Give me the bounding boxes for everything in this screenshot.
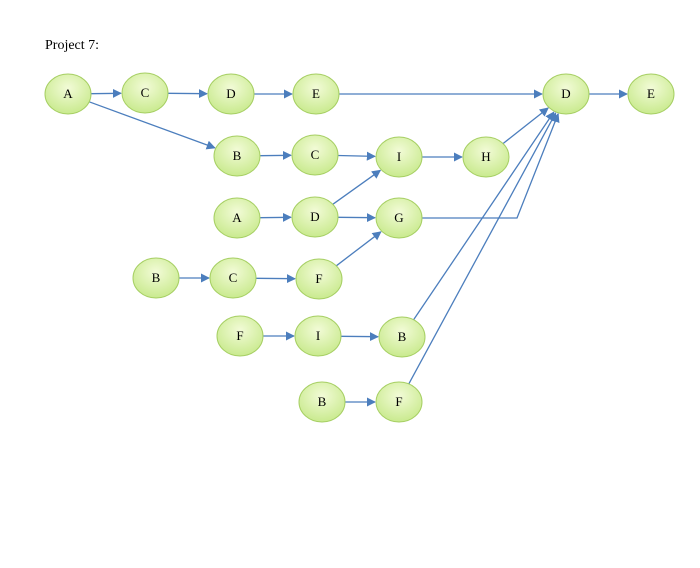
node-n13: G	[375, 197, 423, 239]
node-label: F	[315, 271, 322, 286]
node-label: F	[395, 394, 402, 409]
node-shape	[375, 381, 423, 423]
node-label: A	[63, 86, 73, 101]
node-shape	[132, 257, 180, 299]
nodes-layer: A C D E D E B C I H A D G B C F F I B B F	[44, 72, 675, 423]
node-n4: E	[292, 73, 340, 115]
node-n1: A	[44, 73, 92, 115]
node-shape	[291, 134, 339, 176]
node-shape	[375, 136, 423, 178]
edge-n12-n9	[332, 169, 382, 205]
node-label: C	[311, 147, 320, 162]
node-shape	[294, 315, 342, 357]
node-label: D	[561, 86, 570, 101]
node-n17: F	[216, 315, 264, 357]
node-shape	[216, 315, 264, 357]
node-n6: E	[627, 73, 675, 115]
edge-n10-n5	[502, 107, 549, 145]
node-label: C	[229, 270, 238, 285]
node-shape	[213, 135, 261, 177]
node-n15: C	[209, 257, 257, 299]
node-shape	[378, 316, 426, 358]
node-shape	[627, 73, 675, 115]
node-label: E	[647, 86, 655, 101]
node-label: B	[318, 394, 327, 409]
edges-layer	[88, 88, 628, 407]
edge-n1-n7	[88, 101, 216, 150]
node-label: A	[232, 210, 242, 225]
edge-n19-n5	[413, 111, 555, 321]
node-label: I	[316, 328, 320, 343]
node-shape	[298, 381, 346, 423]
node-n20: B	[298, 381, 346, 423]
node-label: I	[397, 149, 401, 164]
node-shape	[292, 73, 340, 115]
node-shape	[44, 73, 92, 115]
node-n10: H	[462, 136, 510, 178]
node-shape	[121, 72, 169, 114]
node-n9: I	[375, 136, 423, 178]
node-n11: A	[213, 197, 261, 239]
node-n14: B	[132, 257, 180, 299]
node-n7: B	[213, 135, 261, 177]
node-shape	[291, 196, 339, 238]
node-label: B	[233, 148, 242, 163]
node-n21: F	[375, 381, 423, 423]
node-n8: C	[291, 134, 339, 176]
diagram-title: Project 7:	[45, 38, 100, 53]
node-n2: C	[121, 72, 169, 114]
edge-n13-n5	[422, 112, 560, 219]
node-n5: D	[542, 73, 590, 115]
node-label: B	[398, 329, 407, 344]
edge-n21-n5	[408, 112, 557, 385]
node-label: F	[236, 328, 243, 343]
node-n19: B	[378, 316, 426, 358]
node-n18: I	[294, 315, 342, 357]
node-label: B	[152, 270, 161, 285]
node-shape	[375, 197, 423, 239]
node-label: G	[394, 210, 403, 225]
node-n12: D	[291, 196, 339, 238]
node-label: D	[310, 209, 319, 224]
node-shape	[207, 73, 255, 115]
node-label: E	[312, 86, 320, 101]
node-shape	[213, 197, 261, 239]
edge-n8-n9	[337, 151, 376, 161]
edge-n16-n13	[335, 231, 382, 267]
node-label: C	[141, 85, 150, 100]
node-n3: D	[207, 73, 255, 115]
node-n16: F	[295, 258, 343, 300]
node-label: H	[481, 149, 490, 164]
node-shape	[295, 258, 343, 300]
node-shape	[462, 136, 510, 178]
node-label: D	[226, 86, 235, 101]
node-shape	[542, 73, 590, 115]
node-shape	[209, 257, 257, 299]
